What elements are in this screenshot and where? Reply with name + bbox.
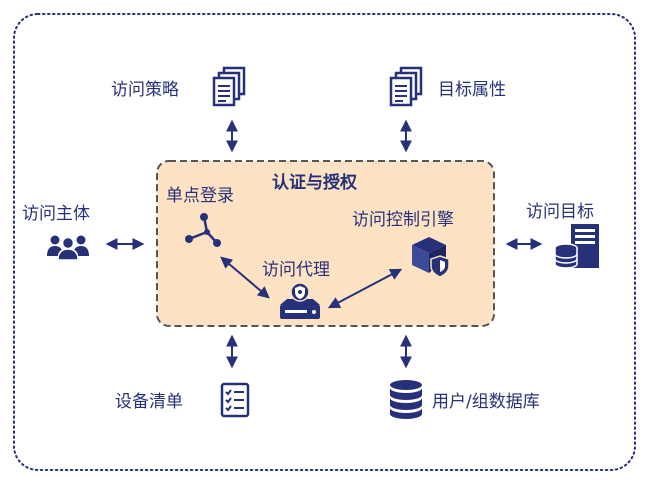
- label-device-list: 设备清单: [115, 392, 183, 412]
- label-user-db: 用户/组数据库: [432, 392, 540, 412]
- share-network-icon: [185, 213, 221, 247]
- proxy-device-icon: [280, 282, 320, 319]
- label-target: 访问目标: [526, 202, 594, 222]
- outer-frame: [13, 13, 636, 471]
- label-target-attr: 目标属性: [438, 80, 506, 100]
- documents-icon: [212, 66, 246, 107]
- label-proxy: 访问代理: [262, 260, 330, 280]
- center-title: 认证与授权: [272, 173, 357, 193]
- label-sso: 单点登录: [166, 186, 234, 206]
- label-policy: 访问策略: [111, 80, 179, 100]
- attribute-documents-icon: [389, 66, 423, 107]
- server-database-icon: [554, 224, 599, 269]
- label-subject: 访问主体: [22, 204, 90, 224]
- label-engine: 访问控制引擎: [352, 210, 454, 230]
- users-group-icon: [47, 235, 89, 260]
- database-icon: [390, 380, 422, 419]
- arrow-sso-proxy: [220, 256, 270, 299]
- shield-cube-icon: [412, 237, 450, 278]
- arrow-proxy-engine: [327, 268, 403, 309]
- checklist-icon: [220, 382, 250, 418]
